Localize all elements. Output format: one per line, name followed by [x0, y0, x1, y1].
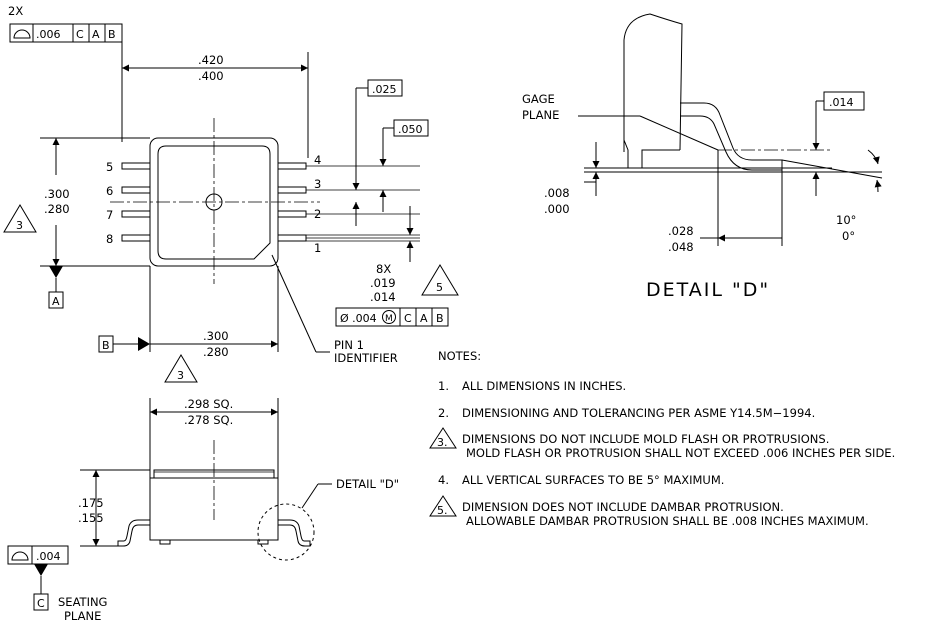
pin1-label-2: IDENTIFIER [334, 351, 398, 365]
datum-a-triangle-icon [49, 266, 63, 278]
fcf-flat-tol: .004 [36, 550, 61, 563]
pin-6: 6 [106, 184, 113, 198]
fcf-lead-datum-2: A [420, 312, 428, 325]
note-5-num: 5. [437, 504, 448, 517]
datum-c-triangle-icon [34, 564, 48, 576]
width-dim-min: .400 [198, 69, 224, 83]
standoff-min: .000 [544, 202, 570, 216]
note3-flag-bottom-icon [164, 354, 198, 383]
side-view: .298 SQ. .278 SQ. DETAIL "D" .175 .155 .… [7, 397, 399, 623]
note-3-line-1: DIMENSIONS DO NOT INCLUDE MOLD FLASH OR … [462, 432, 829, 446]
fcf-lead: Ø .004 M C A B [335, 307, 449, 327]
lead-width-max: .019 [370, 276, 396, 290]
note-1-num: 1. [438, 379, 449, 393]
angle-min: 0° [842, 229, 855, 243]
seating-plane-2: PLANE [64, 609, 101, 623]
package-body-side [149, 477, 279, 541]
lead-width-count: 8X [376, 262, 391, 276]
note-3-num: 3. [437, 436, 448, 449]
notes-heading: NOTES: [438, 349, 481, 363]
foot-length-min: .048 [668, 240, 694, 254]
fcf-lead-datum-1: C [404, 312, 412, 325]
angle-max: 10° [836, 213, 856, 227]
surface-profile-flat-icon [11, 551, 29, 561]
fcf-top-datum-3: B [108, 28, 116, 41]
seating-plane-1: SEATING [58, 595, 107, 609]
note-3-line-2: MOLD FLASH OR PROTRUSION SHALL NOT EXCEE… [466, 446, 895, 460]
pin-4: 4 [314, 153, 321, 167]
lead-width-min: .014 [370, 290, 396, 304]
pin-7: 7 [106, 208, 113, 222]
center-mark [205, 193, 223, 211]
note3-flag-left-icon [3, 204, 37, 233]
note-5-line-1: DIMENSION DOES NOT INCLUDE DAMBAR PROTRU… [462, 500, 784, 514]
side-height-max: .175 [78, 496, 104, 510]
side-size-max: .298 SQ. [184, 397, 233, 411]
note3-flag-bottom-num: 3 [177, 369, 184, 382]
body-width-max: .300 [203, 329, 229, 343]
detail-title: DETAIL "D" [646, 279, 770, 301]
fcf-lead-mod: M [385, 314, 393, 324]
width-dim-max: .420 [198, 53, 224, 67]
fcf-lead-datum-3: B [436, 312, 444, 325]
note-5-line-2: ALLOWABLE DAMBAR PROTRUSION SHALL BE .00… [466, 514, 869, 528]
note-3-flag-icon [429, 427, 457, 449]
detail-circle [257, 503, 315, 561]
note-1-line-1: ALL DIMENSIONS IN INCHES. [462, 379, 626, 393]
note-4-line-1: ALL VERTICAL SURFACES TO BE 5° MAXIMUM. [462, 473, 724, 487]
gage-014: .014 [829, 96, 854, 109]
leads-left [121, 162, 151, 242]
datum-a: A [52, 295, 60, 308]
fcf-top-datum-1: C [76, 28, 84, 41]
note-2x: 2X [8, 4, 23, 18]
gage-plane-2: PLANE [522, 108, 559, 122]
pitch-025: .025 [372, 83, 397, 96]
lead-right-side [278, 519, 311, 547]
fcf-top-tol: .006 [36, 28, 61, 41]
note-2-line-1: DIMENSIONING AND TOLERANCING PER ASME Y1… [462, 406, 815, 420]
foot-length-max: .028 [668, 224, 694, 238]
side-height-min: .155 [78, 511, 104, 525]
pin-1: 1 [314, 241, 321, 255]
note5-flag-num: 5 [436, 281, 443, 294]
body-width-min: .280 [203, 345, 229, 359]
datum-c-box [33, 593, 49, 611]
lead-left-side [117, 519, 150, 547]
gage-plane-1: GAGE [522, 92, 555, 106]
datum-b: B [102, 339, 110, 352]
height-dim-max: .300 [44, 187, 70, 201]
package-top-surface [157, 145, 271, 260]
fcf-lead-tol: Ø .004 [340, 312, 377, 325]
mmc-modifier-icon [382, 310, 396, 324]
pin-5: 5 [106, 160, 113, 174]
detail-body [623, 13, 683, 152]
note-5-flag-icon [429, 495, 457, 517]
datum-b-triangle-icon [138, 337, 150, 351]
surface-profile-icon [13, 29, 31, 39]
standoff-max: .008 [544, 186, 570, 200]
height-dim-min: .280 [44, 202, 70, 216]
datum-c: C [37, 597, 45, 610]
detail-lead [680, 102, 783, 171]
note-2-num: 2. [438, 406, 449, 420]
detail-d-label: DETAIL "D" [336, 477, 399, 491]
datum-a-box [48, 291, 64, 309]
pin-2: 2 [314, 207, 321, 221]
top-view: 2X .006 C A B .420 .400 [3, 4, 459, 383]
pin-8: 8 [106, 232, 113, 246]
note3-flag-left-num: 3 [16, 219, 23, 232]
detail-d: GAGE PLANE .008 .000 .014 .028 .048 10° … [522, 13, 883, 301]
pin-3: 3 [314, 177, 321, 191]
pitch-050: .050 [398, 123, 423, 136]
notes: NOTES: 1. ALL DIMENSIONS IN INCHES. 2. D… [429, 349, 895, 528]
pin1-label-1: PIN 1 [334, 338, 364, 352]
fcf-top: .006 C A B [9, 23, 123, 142]
side-size-min: .278 SQ. [184, 413, 233, 427]
note-4-num: 4. [438, 473, 449, 487]
fcf-top-datum-2: A [92, 28, 100, 41]
note5-flag-icon [421, 264, 459, 296]
